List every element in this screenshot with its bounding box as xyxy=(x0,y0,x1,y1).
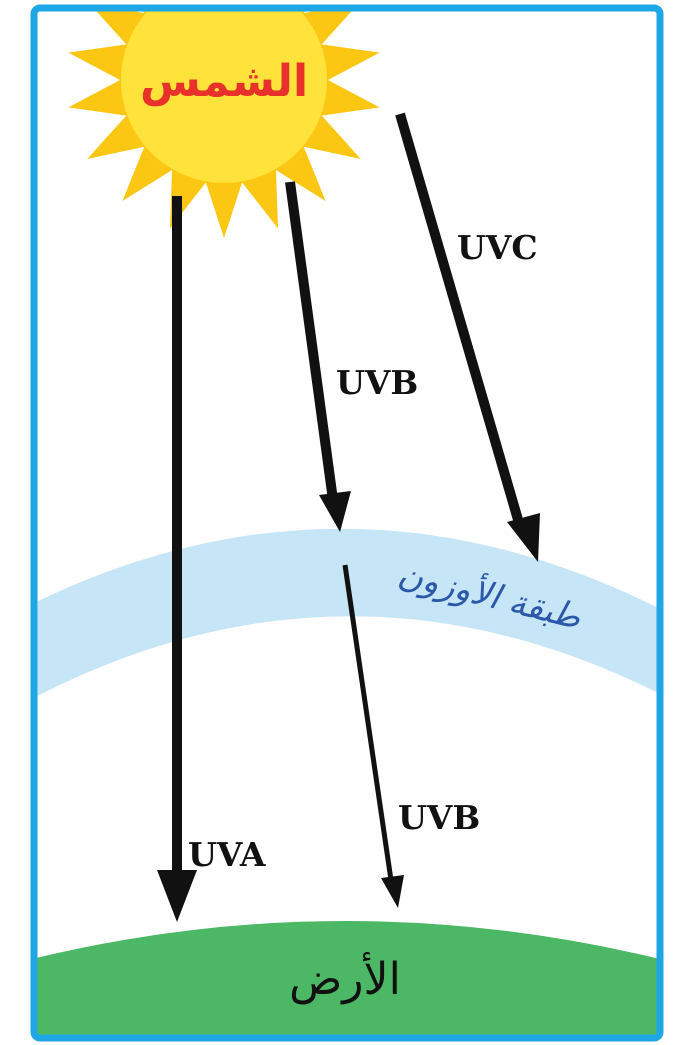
earth xyxy=(34,921,660,1038)
earth-label: الأرض xyxy=(289,951,401,1005)
ozone-layer xyxy=(34,528,660,705)
uvc-arrow xyxy=(395,112,540,562)
uvc-label: UVC xyxy=(457,228,538,267)
uvb-lower-label: UVB xyxy=(398,798,480,837)
uvb-upper-label: UVB xyxy=(336,363,418,402)
uva-arrow xyxy=(157,196,197,922)
diagram-frame xyxy=(30,4,664,1042)
sun-label: الشمس xyxy=(140,56,308,107)
uvb-arrow-upper xyxy=(285,181,351,532)
uva-label: UVA xyxy=(188,835,266,874)
uvb-arrow-lower xyxy=(342,564,404,908)
diagram-background xyxy=(34,8,660,1038)
sun: الشمس xyxy=(68,8,380,238)
sun-body xyxy=(121,8,327,183)
